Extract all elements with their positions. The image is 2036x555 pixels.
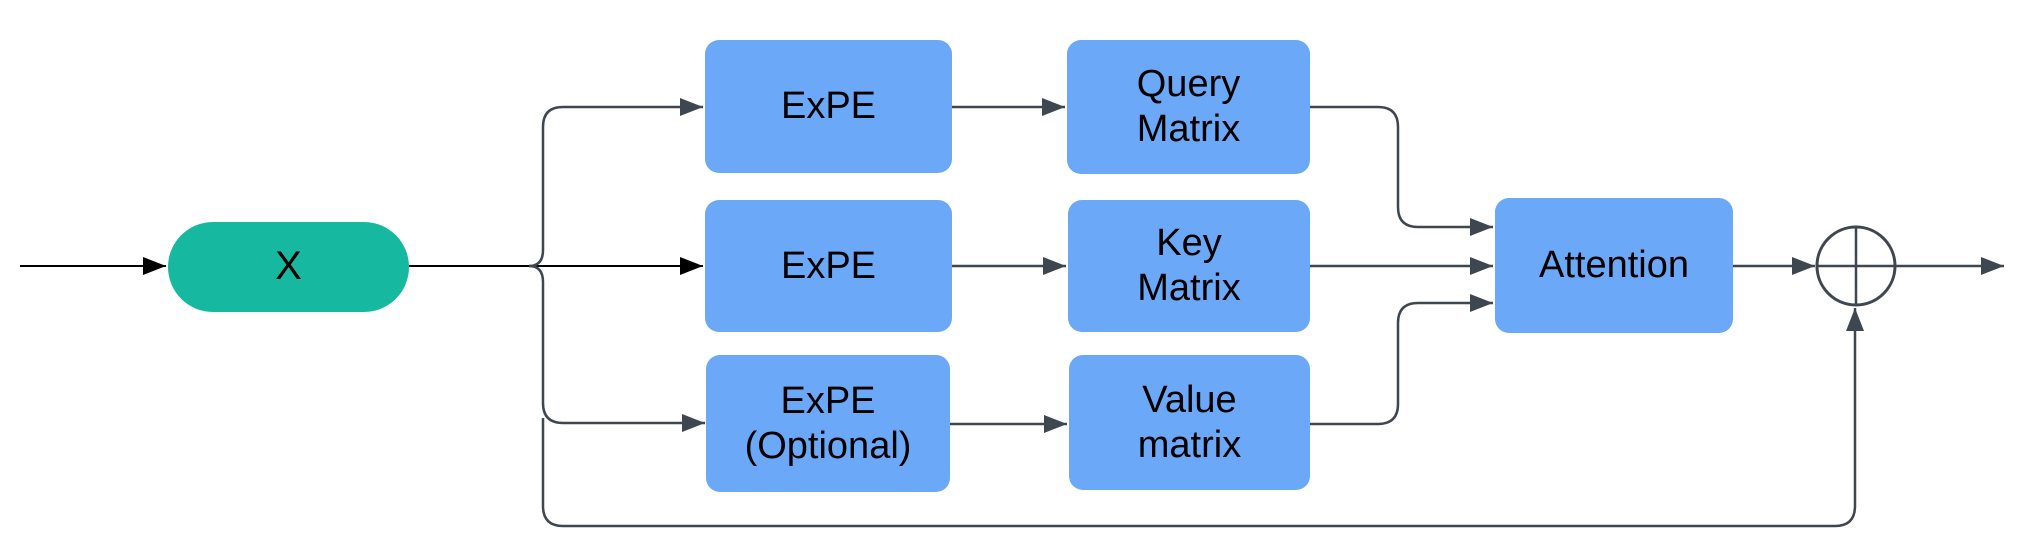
connector-residual-skip (541, 308, 1864, 528)
node-query-matrix: Query Matrix (1067, 40, 1310, 174)
node-input-x: X (168, 222, 409, 312)
node-expe-query: ExPE (705, 40, 952, 173)
node-key-matrix: Key Matrix (1068, 200, 1310, 332)
connector-x-to-expe-query (528, 98, 703, 268)
connector-value-to-attention (1310, 294, 1493, 426)
node-attention: Attention (1495, 198, 1733, 333)
node-expe-value-optional: ExPE (Optional) (706, 355, 950, 492)
connector-x-to-expe-value (528, 264, 705, 432)
node-value-matrix: Value matrix (1069, 355, 1310, 490)
plus-icon (1817, 227, 1895, 305)
node-expe-key: ExPE (705, 200, 952, 332)
connector-query-to-attention (1310, 105, 1493, 236)
sum-node (1815, 225, 1897, 307)
